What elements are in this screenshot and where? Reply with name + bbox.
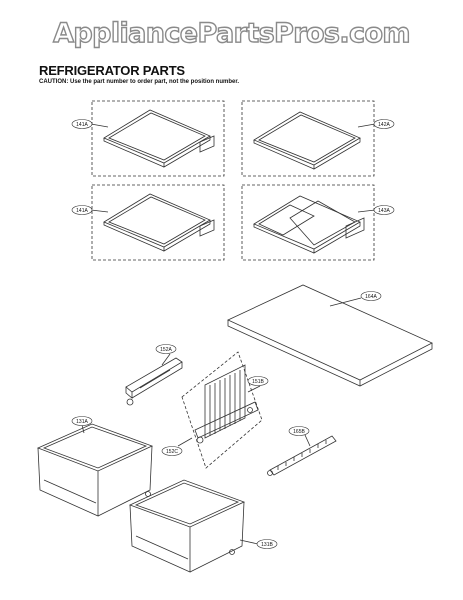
callout-text-11: 131B — [261, 542, 273, 548]
callout-11 — [256, 539, 278, 549]
watermark-logo: AppliancePartsPros.com — [52, 17, 411, 49]
caution-note: CAUTION: Use the part number to order pa… — [39, 79, 240, 85]
callout-5 — [360, 291, 382, 301]
callout-text-1: 141A — [76, 122, 88, 128]
group-box-shelf-4 — [241, 184, 375, 261]
glass-shelf-1 — [103, 109, 215, 168]
callout-text-5: 164A — [365, 294, 377, 300]
callout-text-7: 151B — [252, 379, 264, 385]
callout-text-3: 141A — [76, 208, 88, 214]
callout-2 — [373, 119, 395, 129]
callout-3 — [71, 205, 93, 215]
callout-9 — [288, 426, 310, 436]
callout-text-6: 152A — [160, 347, 172, 353]
crisper-cover — [227, 284, 433, 387]
group-box-shelf-3 — [91, 184, 225, 261]
glass-shelf-3 — [103, 193, 215, 252]
callout-6 — [155, 344, 177, 354]
callout-10 — [71, 416, 93, 426]
callout-7 — [247, 376, 269, 386]
callout-text-4: 143A — [378, 208, 390, 214]
slide-rail-152a — [125, 357, 183, 406]
divider-assembly — [181, 351, 263, 469]
callout-text-8: 152C — [166, 449, 178, 455]
callout-1 — [71, 119, 93, 129]
crisper-drawer-131a — [36, 423, 154, 517]
callout-4 — [373, 205, 395, 215]
callout-text-2: 142A — [378, 122, 390, 128]
callout-text-10: 131A — [76, 419, 88, 425]
group-box-shelf-1 — [91, 100, 225, 177]
group-box-shelf-2 — [241, 100, 375, 177]
glass-shelf-2 — [253, 111, 361, 170]
callout-8 — [161, 446, 183, 456]
crisper-drawer-131b — [128, 479, 246, 573]
rail-165b — [267, 435, 337, 476]
callout-text-9: 165B — [293, 429, 305, 435]
page-title: REFRIGERATOR PARTS — [39, 63, 185, 78]
split-shelf-4 — [253, 195, 365, 254]
